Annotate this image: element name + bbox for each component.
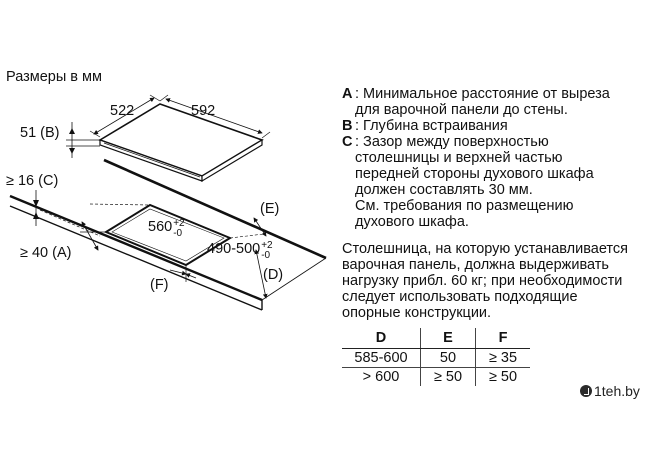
- dim-width-line: [89, 94, 161, 138]
- dim-e-line: [229, 217, 267, 239]
- cutout-depth-label: 490-500+2-0: [207, 241, 273, 261]
- label-e: (E): [260, 201, 280, 217]
- description-b: B : Глубина встраивания: [342, 118, 610, 134]
- description-list: A : Минимальное расстояние от выреза для…: [342, 86, 610, 230]
- cutout-depth-tol-minus: -0: [261, 250, 271, 261]
- cutout-depth-tol-plus: +2: [261, 240, 273, 251]
- dim-b-line: [66, 122, 100, 158]
- table-cell: ≥ 50: [488, 369, 518, 385]
- table-header: D: [342, 328, 421, 349]
- cutout-width-tol-plus: +2: [173, 218, 185, 229]
- description-b-key: B: [342, 118, 353, 134]
- dim-a-label: ≥ 40 (A): [20, 245, 72, 261]
- table-header: F: [475, 328, 530, 349]
- dim-depth-label: 592: [191, 103, 216, 119]
- description-b-text: : Глубина встраивания: [355, 118, 508, 134]
- dim-f-line: [169, 265, 197, 282]
- watermark-logo-icon: [580, 385, 592, 397]
- table-header-row: D E F: [342, 328, 530, 349]
- dim-c-label: ≥ 16 (C): [6, 173, 59, 189]
- dim-a-line: [39, 203, 151, 251]
- label-f: (F): [150, 277, 169, 293]
- cutout-depth-value: 490-500: [207, 241, 261, 257]
- units-label: Размеры в мм: [6, 69, 102, 85]
- description-c: C : Зазор между поверхностью столешницы …: [342, 134, 610, 230]
- table-row: 585-600 50 ≥ 35: [342, 348, 530, 368]
- watermark-text: 1teh.by: [594, 383, 640, 399]
- dim-d-line: [254, 249, 268, 299]
- cutout-width-value: 560: [148, 219, 173, 235]
- dimension-table: D E F 585-600 50 ≥ 35 > 600 ≥ 50 ≥ 50: [342, 328, 530, 386]
- table-cell: 50: [420, 348, 476, 368]
- table-header: E: [420, 328, 476, 349]
- table-row: > 600 ≥ 50 ≥ 50: [342, 367, 530, 386]
- watermark: 1teh.by: [580, 383, 640, 399]
- dim-c-line: [33, 190, 39, 226]
- table-cell: ≥ 35: [475, 348, 530, 368]
- table-cell: > 600: [342, 367, 421, 386]
- description-c-text: : Зазор между поверхностью столешницы и …: [355, 134, 594, 230]
- dim-b-label: 51 (B): [20, 125, 60, 141]
- label-d: (D): [263, 267, 284, 283]
- description-c-key: C: [342, 134, 353, 150]
- worktop: [9, 158, 327, 311]
- description-a-text: : Минимальное расстояние от выреза для в…: [355, 86, 610, 118]
- table-cell: 585-600: [342, 348, 421, 368]
- description-a: A : Минимальное расстояние от выреза для…: [342, 86, 610, 118]
- cutout-width-label: 560+2-0: [148, 219, 185, 239]
- table-cell: ≥ 50: [420, 367, 476, 386]
- worktop-load-note: Столешница, на которую устанавливается в…: [342, 241, 628, 321]
- dim-width-label: 522: [110, 103, 135, 119]
- description-a-key: A: [342, 86, 353, 102]
- installation-drawing: [9, 94, 327, 311]
- cutout-width-tol-minus: -0: [173, 228, 183, 239]
- dim-depth-line: [159, 94, 271, 139]
